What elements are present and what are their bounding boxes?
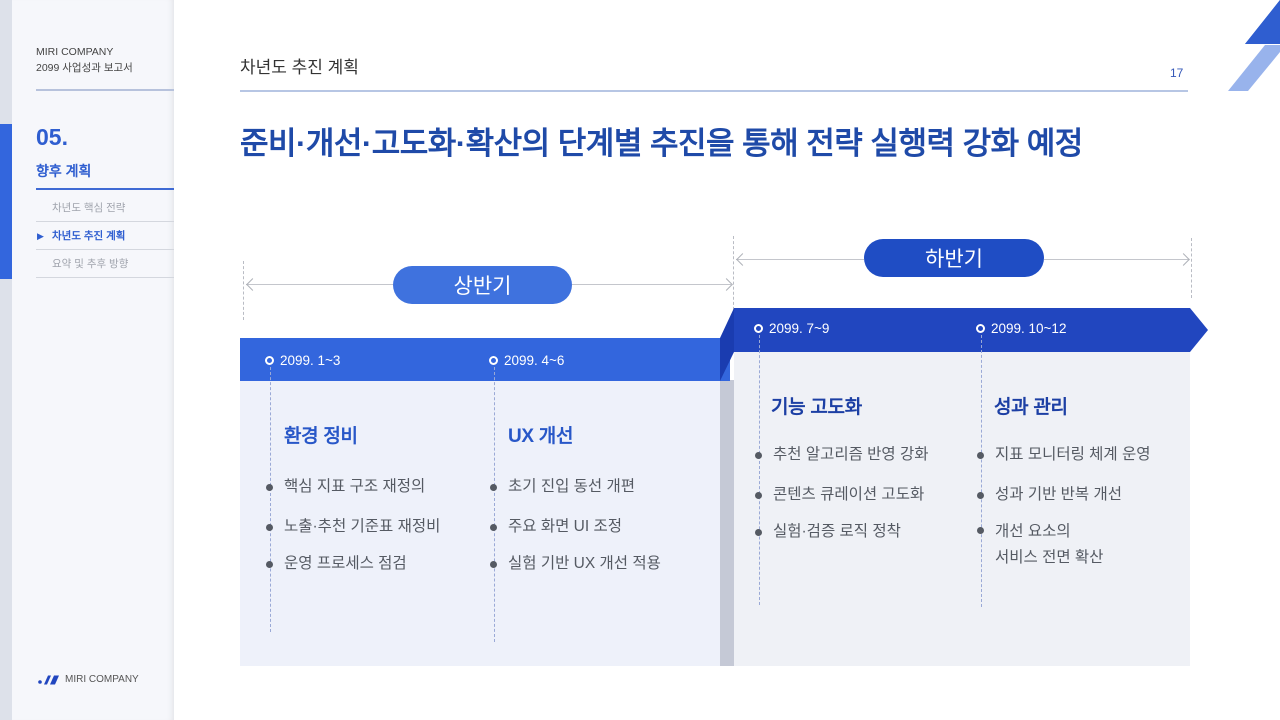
period-text: 2099. 10~12 [991,321,1067,336]
range-line [1044,259,1189,260]
second-half-badge: 하반기 [864,239,1044,277]
timeline-node-icon [489,356,498,365]
phase-task-list: 초기 진입 동선 개편 주요 화면 UI 조정 실험 기반 UX 개선 적용 [490,476,661,575]
company-name: MIRI COMPANY [36,46,114,58]
range-line [572,284,731,285]
nav-item-label: 차년도 핵심 전략 [52,202,126,214]
timeline-guide [494,367,495,642]
nav-item-plan[interactable]: ▶ 차년도 추진 계획 [36,222,174,250]
phase-task-list: 핵심 지표 구조 재정의 노출·추천 기준표 재정비 운영 프로세스 점검 [265,476,440,575]
task-item: 추천 알고리즘 반영 강화 [755,444,929,466]
period-label: 2099. 7~9 [754,321,829,336]
period-text: 2099. 4~6 [504,353,565,368]
footer-brand: MIRI COMPANY [38,674,139,685]
footer-brand-name: MIRI COMPANY [65,674,139,685]
nav-item-label: 요약 및 추후 방향 [52,258,129,270]
phase-task-list: 추천 알고리즘 반영 강화 콘텐츠 큐레이션 고도화 실험·검증 로직 정착 [755,444,929,543]
edge-strip [0,0,12,720]
phase-title: 기능 고도화 [771,397,862,418]
period-text: 2099. 7~9 [769,321,830,336]
divider [36,188,174,190]
active-triangle-icon: ▶ [37,231,44,241]
task-item: 개선 요소의 서비스 전면 확산 [977,519,1151,571]
range-marker [733,236,734,320]
page-number: 17 [1170,66,1184,80]
period-label: 2099. 4~6 [489,353,564,368]
task-item: 핵심 지표 구조 재정의 [265,476,440,498]
task-item: 성과 기반 반복 개선 [977,484,1151,506]
breadcrumb: 차년도 추진 계획 [240,58,359,77]
arrow-left-icon [246,278,259,291]
section-number: 05. [36,124,68,150]
period-label: 2099. 1~3 [265,353,340,368]
nav-item-core-strategy[interactable]: 차년도 핵심 전략 [36,194,174,222]
timeline-guide [759,335,760,605]
timeline-node-icon [754,324,763,333]
range-marker [243,261,244,320]
nav-item-label: 차년도 추진 계획 [52,230,126,242]
first-half-band [240,338,730,381]
task-item: 콘텐츠 큐레이션 고도화 [755,484,929,506]
header-divider [240,90,1188,92]
second-half-band [720,308,1208,381]
section-nav: 차년도 핵심 전략 ▶ 차년도 추진 계획 요약 및 추후 방향 [36,194,174,278]
timeline-node-icon [976,324,985,333]
arrow-right-icon [720,278,733,291]
timeline-guide [270,367,271,632]
phase-task-list: 지표 모니터링 체계 운영 성과 기반 반복 개선 개선 요소의 서비스 전면 … [977,444,1151,571]
task-item: 초기 진입 동선 개편 [490,476,661,498]
arrow-left-icon [736,253,749,266]
phase-title: 환경 정비 [284,426,358,447]
sidebar: MIRI COMPANY 2099 사업성과 보고서 05. 향후 계획 차년도… [12,0,174,720]
range-marker [1191,238,1192,298]
range-line [246,284,393,285]
divider [36,89,174,91]
panel-step-shadow [720,380,734,666]
second-half-label: 하반기 [925,248,983,271]
task-item: 실험·검증 로직 정착 [755,521,929,543]
task-item: 노출·추천 기준표 재정비 [265,516,440,538]
task-item: 운영 프로세스 점검 [265,553,440,575]
phase-title: 성과 관리 [994,397,1068,418]
first-half-panel [240,380,720,666]
report-brand: MIRI COMPANY 2099 사업성과 보고서 [36,44,133,76]
task-item: 주요 화면 UI 조정 [490,516,661,538]
second-half-panel [734,352,1190,666]
corner-decoration-icon [1228,0,1280,91]
phase-title: UX 개선 [508,426,574,447]
section-accent-bar [0,124,12,279]
range-line [736,259,864,260]
task-item: 지표 모니터링 체계 운영 [977,444,1151,466]
company-logo-icon [38,675,59,684]
report-name: 2099 사업성과 보고서 [36,62,133,74]
timeline-node-icon [265,356,274,365]
section-title: 향후 계획 [36,163,92,179]
first-half-badge: 상반기 [393,266,572,304]
period-label: 2099. 10~12 [976,321,1066,336]
page-headline: 준비·개선·고도화·확산의 단계별 추진을 통해 전략 실행력 강화 예정 [240,126,1083,161]
task-item: 실험 기반 UX 개선 적용 [490,553,661,575]
arrow-right-icon [1177,253,1190,266]
first-half-label: 상반기 [453,275,512,298]
period-text: 2099. 1~3 [280,353,341,368]
nav-item-summary[interactable]: 요약 및 추후 방향 [36,250,174,278]
timeline-guide [981,335,982,607]
